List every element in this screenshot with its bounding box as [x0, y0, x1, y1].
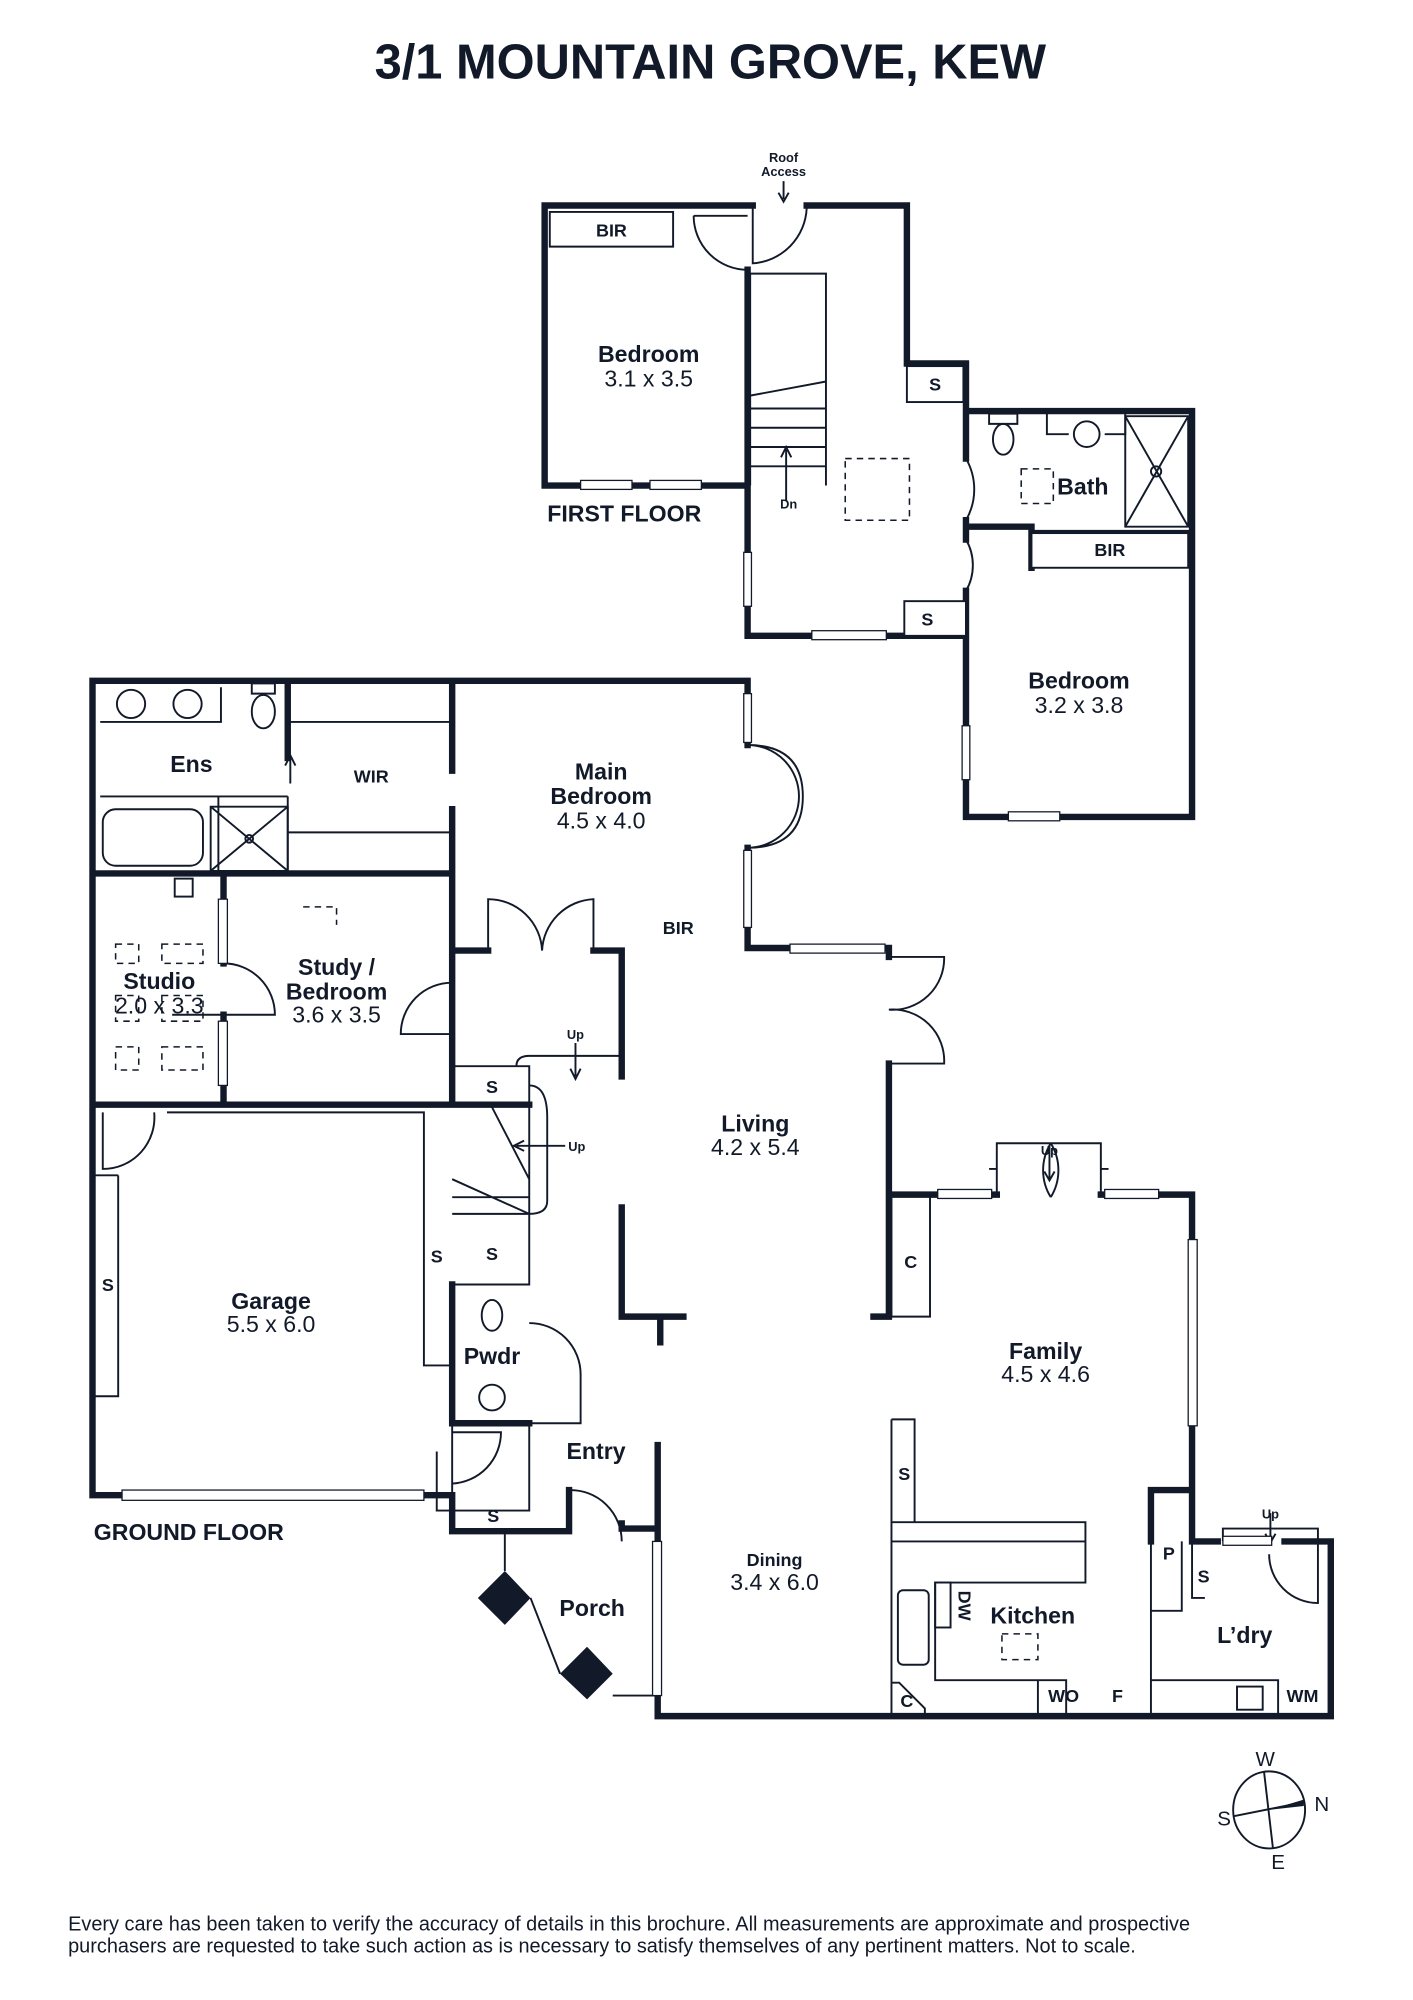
- room-name: Entry: [566, 1438, 625, 1464]
- room-name: Ens: [170, 751, 212, 777]
- storage-label: S: [486, 1077, 498, 1097]
- up-label: Up: [567, 1027, 584, 1042]
- compass-icon: W N S E: [1217, 1748, 1329, 1874]
- compass-east: E: [1271, 1851, 1285, 1874]
- storage-label: S: [898, 1464, 910, 1484]
- room-name: L’dry: [1217, 1622, 1272, 1648]
- cupboard-label: C: [904, 1252, 917, 1272]
- room-dims: 4.2 x 5.4: [711, 1134, 800, 1160]
- room-name: Main: [575, 759, 628, 785]
- room-dims: 4.5 x 4.6: [1001, 1361, 1090, 1387]
- ground-floor-plan: Ens WIR Main Bedroom 4.5 x 4.0 BIR Studi…: [89, 677, 1334, 1720]
- up-label: Up: [568, 1139, 585, 1154]
- up-label: Up: [1041, 1143, 1058, 1158]
- room-name: Family: [1009, 1338, 1082, 1364]
- storage-label: S: [929, 374, 941, 394]
- room-dims: 3.4 x 6.0: [730, 1569, 819, 1595]
- room-name: Studio: [123, 968, 195, 994]
- washing-machine-label: WM: [1287, 1686, 1319, 1706]
- porch-pillar-icon: [477, 1570, 613, 1700]
- roof-access-label-2: Access: [761, 164, 806, 179]
- up-label: Up: [1262, 1506, 1279, 1521]
- bir-label: BIR: [596, 220, 627, 240]
- room-name: Bedroom: [550, 783, 651, 809]
- room-name: Bedroom: [1028, 668, 1129, 694]
- room-name: Bedroom: [286, 978, 387, 1004]
- storage-label: S: [487, 1506, 499, 1526]
- room-name: Kitchen: [990, 1603, 1075, 1629]
- first-floor-plan: Roof Access BIR Bedroom 3.1 x 3.5 S Bath…: [541, 150, 1196, 822]
- room-name: Living: [721, 1111, 789, 1137]
- up-arrow-icon: [284, 753, 297, 784]
- stair-down-label: Dn: [780, 497, 797, 512]
- room-dims: 5.5 x 6.0: [227, 1311, 316, 1337]
- room-name: Porch: [559, 1595, 625, 1621]
- room-dims: 3.6 x 3.5: [292, 1001, 381, 1027]
- roof-access-arrow-icon: [777, 181, 790, 204]
- wall-oven-label: WO: [1048, 1686, 1079, 1706]
- bir-label: BIR: [1094, 540, 1125, 560]
- room-name: WIR: [354, 766, 389, 786]
- roof-access-label: Roof: [769, 150, 799, 165]
- pantry-label: P: [1163, 1543, 1175, 1563]
- storage-label: S: [431, 1247, 443, 1267]
- room-name: Study /: [298, 954, 376, 980]
- bir-label: BIR: [663, 918, 694, 938]
- room-name: Bedroom: [598, 341, 699, 367]
- compass-west: W: [1256, 1748, 1276, 1771]
- room-dims: 3.1 x 3.5: [604, 366, 693, 392]
- storage-label: S: [486, 1244, 498, 1264]
- storage-label: S: [1198, 1567, 1210, 1587]
- cupboard-label: C: [900, 1691, 913, 1711]
- page-title: 3/1 MOUNTAIN GROVE, KEW: [375, 35, 1047, 89]
- room-dims: 2.0 x 3.3: [115, 992, 204, 1018]
- disclaimer-line-2: purchasers are requested to take such ac…: [68, 1935, 1136, 1957]
- fridge-label: F: [1112, 1686, 1123, 1706]
- room-name: Garage: [231, 1288, 311, 1314]
- ground-floor-label: GROUND FLOOR: [94, 1519, 284, 1545]
- room-name: Pwdr: [464, 1343, 521, 1369]
- room-dims: 3.2 x 3.8: [1035, 692, 1124, 718]
- compass-north: N: [1314, 1793, 1329, 1816]
- dishwasher-label: DW: [954, 1591, 974, 1621]
- first-floor-label: FIRST FLOOR: [547, 501, 701, 527]
- room-name: Dining: [747, 1550, 803, 1570]
- storage-label: S: [102, 1275, 114, 1295]
- room-name: Bath: [1057, 474, 1108, 500]
- storage-label: S: [921, 610, 933, 630]
- compass-south: S: [1217, 1807, 1231, 1830]
- room-dims: 4.5 x 4.0: [557, 808, 646, 834]
- disclaimer-line-1: Every care has been taken to verify the …: [68, 1914, 1190, 1936]
